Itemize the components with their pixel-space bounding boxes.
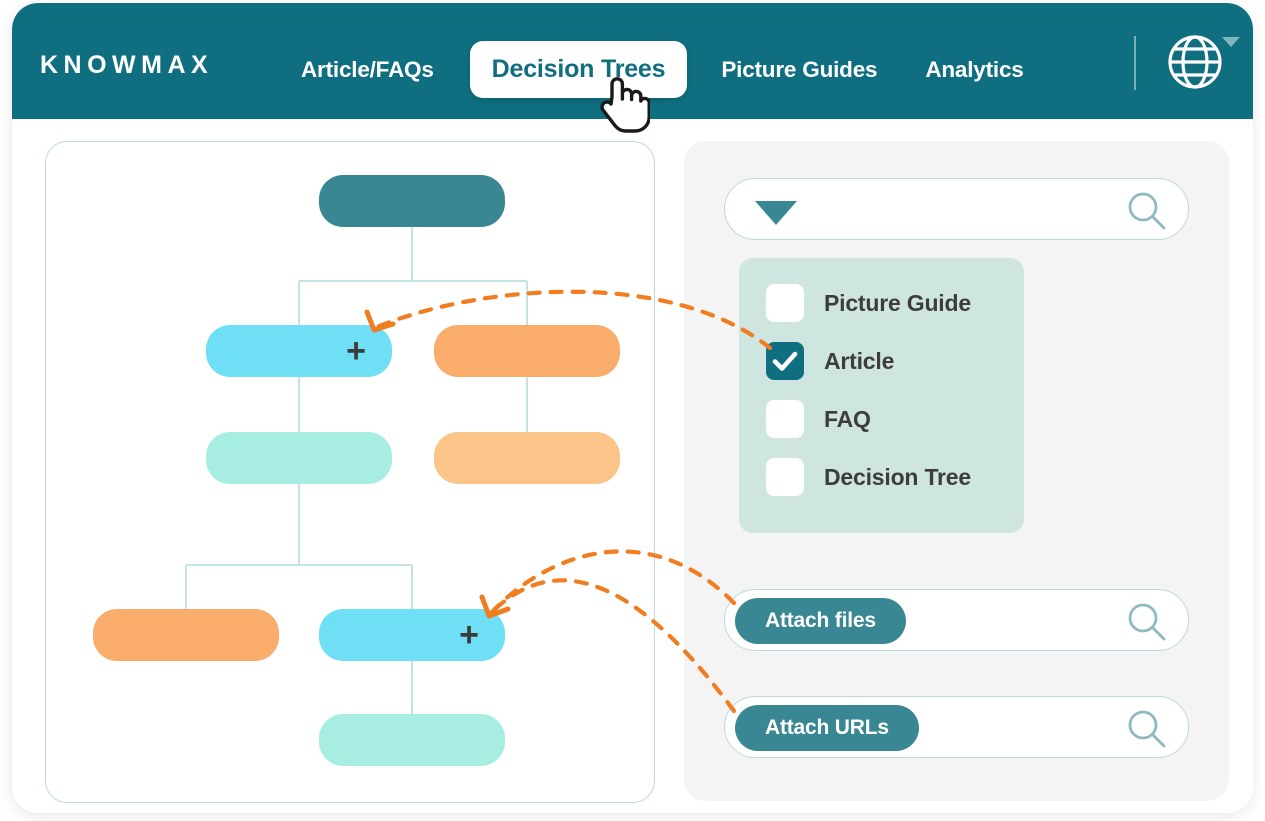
nav-item-article-faqs[interactable]: Article/FAQs bbox=[301, 56, 434, 82]
nav-item-picture-guides[interactable]: Picture Guides bbox=[721, 56, 878, 82]
decision-tree-canvas[interactable]: + + bbox=[45, 141, 655, 803]
chevron-down-icon bbox=[1222, 37, 1240, 47]
attach-urls-search[interactable]: Attach URLs bbox=[724, 696, 1189, 758]
workspace: + + bbox=[12, 119, 1253, 813]
tree-node-6[interactable]: + bbox=[319, 609, 505, 661]
tree-node-4[interactable] bbox=[434, 432, 620, 484]
chevron-down-icon[interactable] bbox=[755, 201, 797, 225]
attachment-side-panel: Picture Guide Article FAQ De bbox=[684, 141, 1229, 801]
check-icon bbox=[772, 351, 798, 371]
attach-files-button[interactable]: Attach files bbox=[735, 598, 906, 644]
tree-node-2[interactable] bbox=[434, 325, 620, 377]
checkbox-row-faq[interactable]: FAQ bbox=[766, 400, 871, 438]
type-filter-search[interactable] bbox=[724, 178, 1189, 240]
checkbox-article[interactable] bbox=[766, 342, 804, 380]
tree-node-3[interactable] bbox=[206, 432, 392, 484]
attach-urls-button[interactable]: Attach URLs bbox=[735, 705, 919, 751]
checkbox-row-picture-guide[interactable]: Picture Guide bbox=[766, 284, 971, 322]
checkbox-label-decision-tree: Decision Tree bbox=[824, 463, 971, 490]
attach-files-search[interactable]: Attach files bbox=[724, 589, 1189, 651]
tree-node-root[interactable] bbox=[319, 175, 505, 227]
checkbox-label-faq: FAQ bbox=[824, 405, 871, 432]
checkbox-label-picture-guide: Picture Guide bbox=[824, 289, 971, 316]
app-header: KNOWMAX Article/FAQs Decision Trees Pict… bbox=[12, 3, 1253, 119]
nav-item-analytics[interactable]: Analytics bbox=[925, 56, 1024, 82]
header-divider bbox=[1134, 36, 1136, 90]
pointing-hand-cursor bbox=[600, 77, 650, 133]
globe-icon bbox=[1168, 35, 1222, 89]
search-icon[interactable] bbox=[1126, 601, 1168, 643]
checkbox-picture-guide[interactable] bbox=[766, 284, 804, 322]
tree-node-5[interactable] bbox=[93, 609, 279, 661]
nav-item-decision-trees[interactable]: Decision Trees bbox=[469, 41, 688, 98]
checkbox-faq[interactable] bbox=[766, 400, 804, 438]
search-icon[interactable] bbox=[1126, 190, 1168, 232]
main-navigation: Article/FAQs Decision Trees Picture Guid… bbox=[287, 41, 1038, 98]
add-child-node-icon[interactable]: + bbox=[459, 616, 479, 654]
checkbox-row-decision-tree[interactable]: Decision Tree bbox=[766, 458, 971, 496]
language-selector[interactable] bbox=[1164, 31, 1248, 93]
brand-logo: KNOWMAX bbox=[40, 51, 214, 79]
tree-node-1[interactable]: + bbox=[206, 325, 392, 377]
search-icon[interactable] bbox=[1126, 708, 1168, 750]
tree-connectors bbox=[184, 227, 529, 714]
checkbox-decision-tree[interactable] bbox=[766, 458, 804, 496]
app-window: KNOWMAX Article/FAQs Decision Trees Pict… bbox=[12, 3, 1253, 813]
checkbox-row-article[interactable]: Article bbox=[766, 342, 894, 380]
add-child-node-icon[interactable]: + bbox=[346, 332, 366, 370]
content-type-filter-group: Picture Guide Article FAQ De bbox=[739, 258, 1024, 533]
tree-node-7[interactable] bbox=[319, 714, 505, 766]
checkbox-label-article: Article bbox=[824, 347, 895, 374]
